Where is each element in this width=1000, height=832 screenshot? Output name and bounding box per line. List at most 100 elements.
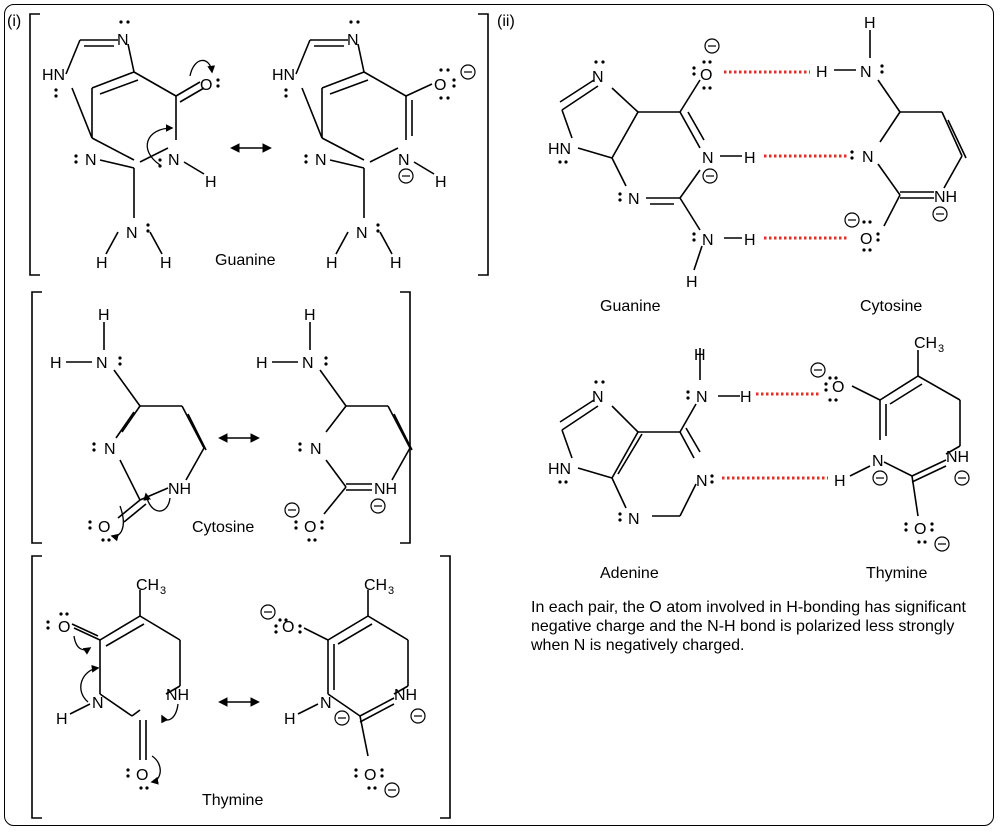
svg-text:N: N — [872, 453, 884, 470]
svg-text:H: H — [56, 711, 68, 728]
resonance-arrows — [218, 143, 272, 707]
svg-text:O: O — [58, 619, 70, 636]
svg-text:N: N — [696, 473, 708, 490]
panel-label-ii: (ii) — [497, 13, 515, 30]
svg-text:N: N — [310, 441, 322, 458]
svg-text:H: H — [160, 255, 172, 272]
svg-text:O: O — [304, 519, 316, 536]
svg-text:CH: CH — [914, 335, 937, 352]
svg-text:NH: NH — [168, 481, 191, 498]
svg-text:N: N — [702, 232, 714, 249]
label-thymine-2: Thymine — [866, 565, 927, 582]
svg-text:O: O — [98, 519, 110, 536]
cytosine-structure-2: H H N N NH O — [256, 307, 413, 542]
svg-text:HN: HN — [548, 141, 571, 158]
svg-text:HN: HN — [272, 67, 295, 84]
panel-label-i: (i) — [7, 13, 21, 30]
svg-text:3: 3 — [160, 585, 166, 597]
svg-text:O: O — [434, 77, 446, 94]
at-hydrogen-bonds — [722, 392, 828, 480]
svg-text:H: H — [744, 150, 756, 167]
label-cytosine-1: Cytosine — [192, 519, 254, 536]
svg-text:H: H — [326, 255, 338, 272]
guanine-structure-1: HN N O N H N N H H Guanine — [42, 20, 276, 272]
svg-text:N: N — [117, 32, 129, 49]
svg-text:N: N — [862, 149, 874, 166]
svg-text:H: H — [50, 355, 62, 372]
svg-text:O: O — [700, 67, 712, 84]
svg-text:N: N — [104, 441, 116, 458]
svg-text:N: N — [628, 191, 640, 208]
svg-text:N: N — [347, 32, 359, 49]
label-cytosine-2: Cytosine — [860, 298, 922, 315]
thymine-structure-2: CH 3 O N H NH O — [260, 577, 426, 798]
svg-text:N: N — [168, 152, 180, 169]
svg-text:H: H — [864, 15, 876, 32]
svg-text:N: N — [356, 225, 368, 242]
svg-text:N: N — [702, 150, 714, 167]
svg-text:O: O — [364, 767, 376, 784]
svg-text:N: N — [398, 152, 410, 169]
svg-text:O: O — [860, 231, 872, 248]
svg-text:N: N — [860, 64, 872, 81]
svg-text:N: N — [126, 225, 138, 242]
svg-text:H: H — [284, 711, 296, 728]
svg-text:H: H — [96, 255, 108, 272]
svg-text:N: N — [302, 355, 314, 372]
gc-base-pair: N HN O N H N N H H — [548, 15, 967, 315]
svg-text:H: H — [686, 274, 698, 291]
svg-text:N: N — [85, 152, 97, 169]
svg-text:O: O — [136, 767, 148, 784]
svg-text:N: N — [696, 389, 708, 406]
svg-text:N: N — [592, 69, 604, 86]
svg-text:HN: HN — [42, 67, 65, 84]
svg-text:CH: CH — [364, 577, 387, 594]
svg-text:H: H — [435, 174, 447, 191]
svg-text:O: O — [914, 521, 926, 538]
svg-text:NH: NH — [394, 687, 417, 704]
svg-text:H: H — [304, 307, 316, 324]
svg-text:3: 3 — [938, 343, 944, 355]
svg-text:H: H — [694, 347, 706, 364]
bracket-thymine-left — [31, 555, 42, 819]
svg-text:N: N — [628, 511, 640, 528]
svg-text:O: O — [200, 77, 212, 94]
label-guanine-1: Guanine — [215, 252, 276, 269]
svg-text:H: H — [834, 473, 846, 490]
svg-text:H: H — [744, 232, 756, 249]
svg-text:H: H — [98, 307, 110, 324]
bracket-guanine-right — [478, 13, 489, 276]
bracket-thymine-right — [440, 555, 451, 819]
svg-text:NH: NH — [946, 449, 969, 466]
svg-text:NH: NH — [166, 687, 189, 704]
svg-text:O: O — [832, 379, 844, 396]
svg-text:H: H — [740, 389, 752, 406]
svg-text:HN: HN — [548, 461, 571, 478]
svg-text:O: O — [282, 619, 294, 636]
svg-text:CH: CH — [136, 577, 159, 594]
svg-text:3: 3 — [388, 585, 394, 597]
label-adenine: Adenine — [600, 565, 659, 582]
svg-text:N: N — [320, 695, 332, 712]
svg-text:N: N — [315, 152, 327, 169]
svg-text:N: N — [592, 389, 604, 406]
svg-text:H: H — [390, 255, 402, 272]
svg-text:N: N — [92, 695, 104, 712]
bracket-cytosine-right — [400, 291, 411, 544]
thymine-structure-1: CH 3 O N H NH O Thymine — [46, 577, 263, 809]
cytosine-structure-1: H H N N NH O Cytosine — [50, 307, 254, 542]
gc-hydrogen-bonds — [724, 70, 848, 240]
figure-frame — [4, 4, 994, 826]
bracket-cytosine-left — [31, 291, 42, 544]
label-thymine-1: Thymine — [202, 792, 263, 809]
svg-text:NH: NH — [934, 189, 957, 206]
label-guanine-2: Guanine — [600, 298, 661, 315]
svg-text:N: N — [96, 355, 108, 372]
bracket-guanine-left — [29, 13, 40, 276]
svg-text:H: H — [256, 355, 268, 372]
at-base-pair: H N N H HN N N — [548, 335, 970, 582]
explanation-text: In each pair, the O atom involved in H-b… — [531, 599, 966, 654]
resonance-brackets — [29, 13, 489, 819]
svg-text:H: H — [205, 174, 217, 191]
